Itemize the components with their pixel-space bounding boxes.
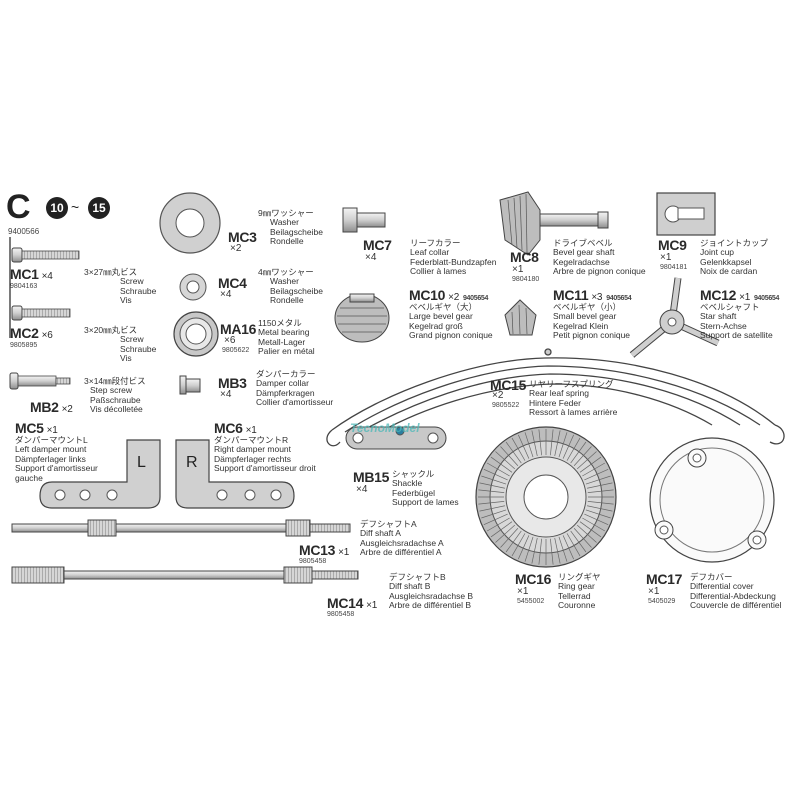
mc7-description: リーフカラー Leaf collar Federblatt-Bundzapfen… — [410, 238, 497, 277]
mc17-description: デフカバー Differential cover Differential-Ab… — [690, 572, 782, 611]
mc2-label: MC2×6 — [10, 325, 53, 341]
mb3-qty: ×4 — [220, 389, 232, 400]
mc6-letter-mark: R — [186, 454, 198, 471]
mc16-qty: ×1 — [517, 586, 529, 597]
ma16-label: MA16 — [220, 321, 257, 337]
mc1-label: MC1×4 — [10, 266, 53, 282]
mc14-number: 9805458 — [327, 611, 355, 618]
mc16-label: MC16 — [515, 571, 552, 587]
mc13-description: デフシャフトA Diff shaft A Ausgleichsradachse … — [360, 519, 444, 558]
mc4-qty: ×4 — [220, 289, 232, 300]
mc14-description: デフシャフトB Diff shaft B Ausgleichsradachse … — [389, 572, 474, 611]
mc15-spring-drawing — [326, 348, 785, 447]
watermark-text: TecnoModel — [350, 421, 420, 435]
mc17-qty: ×1 — [648, 586, 660, 597]
step-from-badge: 10 — [46, 197, 68, 219]
mb3-description: ダンパーカラー Damper collar Dämpferkragen Coll… — [256, 369, 334, 408]
mc16-description: リングギヤ Ring gear Tellerrad Couronne — [558, 572, 601, 611]
mc5-description: ダンパーマウントL Left damper mount Dämpferlager… — [15, 435, 98, 483]
mc15-qty: ×2 — [492, 390, 504, 401]
mc6-label: MC6×1 — [214, 420, 257, 436]
mc15-number: 9805522 — [492, 402, 520, 409]
mc3-description: 9㎜ワッシャー Washer Beilagscheibe Rondelle — [258, 208, 323, 247]
mc17-label: MC17 — [646, 571, 683, 587]
mb15-description: シャックル Shackle Federbügel Support de lame… — [392, 469, 459, 508]
mb15-label: MB15 — [353, 469, 390, 485]
mc7-label: MC7 — [363, 237, 392, 253]
mc15-description: リヤリーフスプリング Rear leaf spring Hintere Fede… — [529, 379, 618, 418]
mc8-number: 9804180 — [512, 276, 540, 283]
mc15-label: MC15 — [490, 377, 527, 393]
mc12-description: ベベルシャフト Star shaft Stern-Achse Support d… — [700, 302, 773, 341]
mc5-letter-mark: L — [137, 454, 146, 471]
mc7-collar-drawing — [342, 207, 386, 233]
mc13-label: MC13×1 — [299, 542, 349, 558]
mb2-description: 3×14㎜段付ビス Step screw Paßschraube Vis déc… — [84, 376, 146, 415]
mc8-gear-drawing — [499, 191, 609, 256]
mc8-qty: ×1 — [512, 264, 524, 275]
mc8-label: MC8 — [510, 249, 539, 265]
step-tilde: ~ — [71, 199, 80, 215]
mb15-qty: ×4 — [356, 484, 368, 495]
mc5-mount-drawing — [39, 439, 161, 509]
mc9-cup-drawing — [656, 192, 716, 236]
mc2-number: 9805895 — [10, 342, 38, 349]
mc9-label: MC9 — [658, 237, 687, 253]
mc6-description: ダンパーマウントR Right damper mount Dämpferlage… — [214, 435, 316, 474]
mc3-label: MC3 — [228, 229, 257, 245]
mc13-number: 9805458 — [299, 558, 327, 565]
mc5-label: MC5×1 — [15, 420, 58, 436]
mc1-screw-drawing — [11, 247, 80, 263]
step-letter: C — [6, 188, 31, 226]
mc9-description: ジョイントカップ Joint cup Gelenkkapsel Noix de … — [700, 238, 769, 277]
sheet-number: 9400566 — [8, 227, 40, 236]
mc4-washer-drawing — [179, 273, 207, 301]
mb3-collar-drawing — [179, 375, 201, 395]
mc2-screw-drawing — [11, 305, 71, 321]
mc4-description: 4㎜ワッシャー Washer Beilagscheibe Rondelle — [258, 267, 323, 306]
mc7-qty: ×4 — [365, 252, 377, 263]
mc16-ring-gear-drawing — [475, 426, 617, 568]
mc1-description: 3×27㎜丸ビス Screw Schraube Vis — [84, 267, 157, 306]
ma16-qty: ×6 — [224, 335, 236, 346]
mb15-shackle-drawing — [345, 426, 447, 450]
mc10-gear-drawing — [334, 293, 390, 343]
mb2-screw-drawing — [9, 372, 71, 390]
mc3-qty: ×2 — [230, 243, 242, 254]
mc14-label: MC14×1 — [327, 595, 377, 611]
mc17-number: 5405029 — [648, 598, 676, 605]
step-to-badge: 15 — [88, 197, 110, 219]
mc9-qty: ×1 — [660, 252, 672, 263]
mc14-shaft-drawing — [11, 566, 359, 584]
ma16-number: 9805622 — [222, 347, 250, 354]
mc1-number: 9804163 — [10, 283, 38, 290]
mc6-mount-drawing — [175, 439, 295, 509]
mb2-label: MB2×2 — [30, 399, 73, 415]
mc13-shaft-drawing — [11, 519, 351, 537]
mc16-number: 5455002 — [517, 598, 545, 605]
mc11-description: ベベルギヤ（小） Small bevel gear Kegelrad Klein… — [553, 302, 631, 341]
mc12-star-drawing — [629, 277, 720, 358]
ma16-description: 1150メタル Metal bearing Metall-Lager Palie… — [258, 318, 315, 357]
mc8-description: ドライブベベル Bevel gear shaft Kegelradachse A… — [553, 238, 646, 277]
mc11-gear-drawing — [504, 299, 537, 336]
mc4-label: MC4 — [218, 275, 247, 291]
mc9-number: 9804181 — [660, 264, 688, 271]
mb3-label: MB3 — [218, 375, 247, 391]
mc10-description: ベベルギヤ（大） Large bevel gear Kegelrad groß … — [409, 302, 493, 341]
mc2-description: 3×20㎜丸ビス Screw Schraube Vis — [84, 325, 157, 364]
mc3-washer-drawing — [159, 192, 221, 254]
ma16-bearing-drawing — [173, 311, 219, 357]
mc17-cover-drawing — [649, 437, 775, 563]
